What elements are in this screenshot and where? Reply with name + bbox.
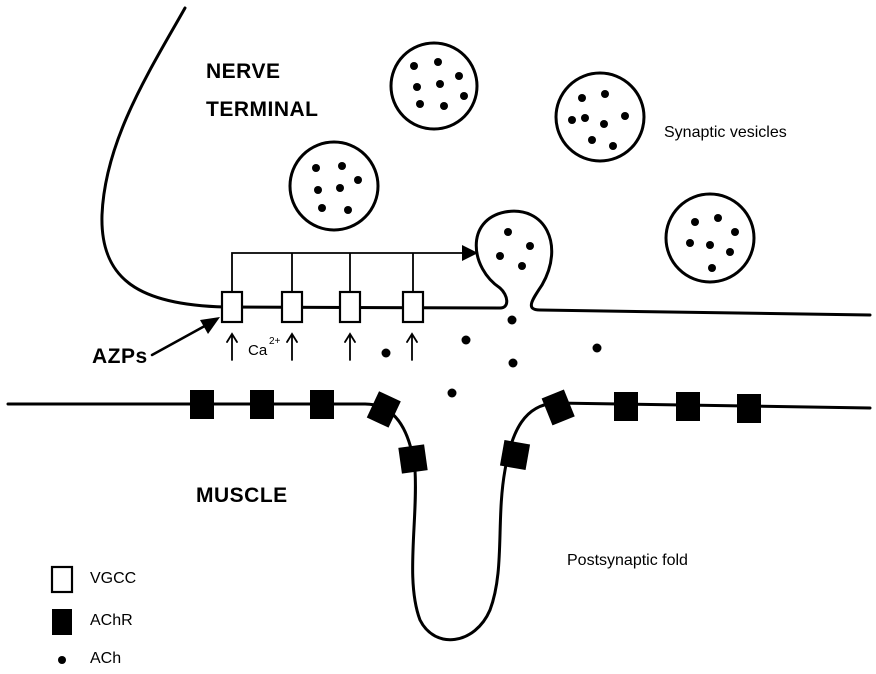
released-ach: [382, 316, 602, 398]
legend-achr-symbol: [52, 609, 72, 635]
achr-receptor: [614, 392, 638, 421]
nerve-terminal-membrane: [102, 8, 870, 315]
azps-label: AZPs: [92, 345, 148, 369]
legend-ach-symbol: [58, 656, 66, 664]
legend-vgcc-symbol: [52, 567, 72, 592]
legend-vgcc-label: VGCC: [90, 570, 136, 588]
postsynaptic-fold-label: Postsynaptic fold: [567, 552, 688, 570]
legend-achr-label: AChR: [90, 612, 133, 630]
ach-dots-vesicle: [686, 214, 739, 272]
achr-receptor: [737, 394, 761, 423]
ach-dots-vesicle: [312, 162, 362, 214]
calcium-signal-line: [232, 253, 470, 292]
muscle-membrane: [8, 403, 870, 640]
ach-dots-vesicle: [568, 90, 629, 150]
synaptic-vesicle: [290, 142, 378, 230]
vgcc-channel: [282, 292, 302, 322]
ach-dots-fusing-vesicle: [496, 228, 534, 270]
achr-receptor: [398, 444, 427, 473]
azps-arrowhead: [200, 317, 220, 334]
synaptic-vesicle: [556, 73, 644, 161]
nerve-terminal-label-line1: NERVE: [206, 60, 280, 84]
vgcc-channel: [340, 292, 360, 322]
nerve-terminal-label-line2: TERMINAL: [206, 98, 319, 122]
achr-receptor: [367, 391, 401, 427]
azps-pointer-line: [152, 322, 212, 355]
achr-receptor: [310, 390, 334, 419]
synaptic-vesicle: [391, 43, 477, 129]
vgcc-channel: [403, 292, 423, 322]
achr-receptor: [250, 390, 274, 419]
muscle-label: MUSCLE: [196, 484, 288, 508]
legend-ach-label: ACh: [90, 650, 121, 668]
achr-receptor: [190, 390, 214, 419]
calcium-charge-label: 2+: [269, 336, 280, 347]
ach-dots-vesicle: [410, 58, 468, 110]
vgcc-channel: [222, 292, 242, 322]
achr-receptor: [500, 440, 530, 470]
achr-receptor: [542, 390, 575, 426]
synaptic-vesicles-label: Synaptic vesicles: [664, 124, 787, 142]
achr-receptor: [676, 392, 700, 421]
calcium-label: Ca: [248, 342, 267, 359]
